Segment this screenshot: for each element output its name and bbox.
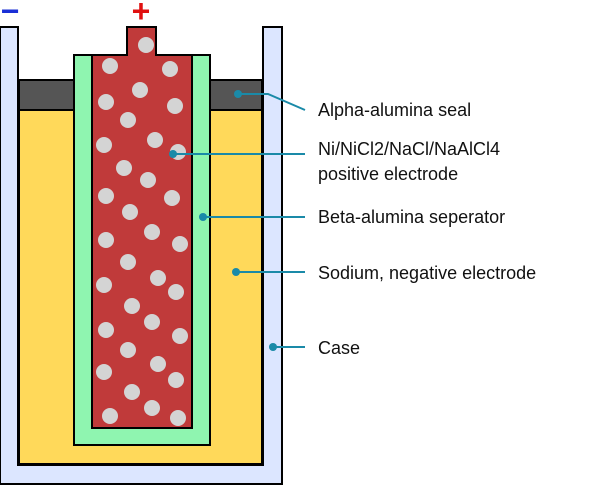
electrode-particle [96, 277, 112, 293]
electrode-particles [96, 37, 188, 426]
electrode-particle [144, 224, 160, 240]
electrode-particle [140, 172, 156, 188]
electrode-particle [98, 188, 114, 204]
electrode-particle [98, 232, 114, 248]
electrode-particle [144, 400, 160, 416]
electrode-particle [124, 384, 140, 400]
electrode-particle [116, 160, 132, 176]
electrode-particle [96, 364, 112, 380]
electrode-particle [167, 98, 183, 114]
electrode-particle [172, 236, 188, 252]
electrode-particle [172, 328, 188, 344]
electrode-particle [168, 284, 184, 300]
label-positive-line2: positive electrode [318, 164, 458, 184]
negative-terminal-sign: − [1, 0, 20, 29]
electrode-particle [164, 190, 180, 206]
label-case: Case [318, 338, 360, 358]
label-positive-line1: Ni/NiCl2/NaCl/NaAlCl4 [318, 139, 500, 159]
electrode-particle [144, 314, 160, 330]
leader-seal [234, 90, 306, 111]
electrode-particle [124, 298, 140, 314]
electrode-particle [122, 204, 138, 220]
electrode-particle [138, 37, 154, 53]
electrode-particle [170, 410, 186, 426]
positive-terminal-sign: + [132, 0, 151, 29]
electrode-particle [98, 94, 114, 110]
electrode-particle [120, 254, 136, 270]
label-seal: Alpha-alumina seal [318, 100, 471, 120]
electrode-particle [132, 82, 148, 98]
electrode-particle [147, 132, 163, 148]
electrode-particle [102, 408, 118, 424]
label-separator: Beta-alumina seperator [318, 207, 505, 227]
leader-positive [169, 150, 305, 158]
electrode-particle [120, 342, 136, 358]
electrode-particle [96, 137, 112, 153]
leader-case [269, 343, 305, 351]
electrode-particle [150, 270, 166, 286]
electrode-particle [168, 372, 184, 388]
leader-sodium [232, 268, 305, 276]
electrode-particle [102, 58, 118, 74]
label-sodium: Sodium, negative electrode [318, 263, 536, 283]
electrode-particle [150, 356, 166, 372]
electrode-particle [162, 61, 178, 77]
leader-separator [199, 213, 305, 221]
positive-electrode [91, 26, 193, 429]
electrode-particle [120, 112, 136, 128]
electrode-particle [98, 322, 114, 338]
